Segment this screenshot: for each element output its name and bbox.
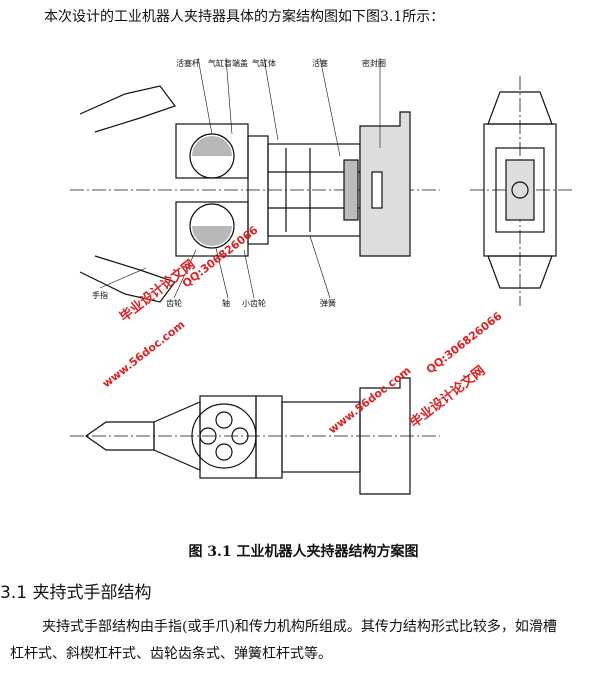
label-cylinder: 气缸体 — [252, 58, 276, 68]
label-gear: 齿轮 — [166, 298, 182, 308]
side-view-drawing — [70, 57, 440, 303]
intro-text: 本次设计的工业机器人夹持器具体的方案结构图如下图3.1所示： — [44, 9, 445, 25]
watermark-site: www.56doc.com — [100, 318, 188, 390]
label-shaft: 轴 — [222, 298, 230, 308]
figure-caption: 图 3.1 工业机器人夹持器结构方案图 — [188, 544, 419, 560]
watermark-qq-2: QQ:306826066 — [424, 309, 505, 376]
body-paragraph: 夹持式手部结构由手指(或手爪)和传力机构所组成。其传力结构形式比较多，如滑槽杠杆… — [10, 614, 570, 668]
watermark-brand-2: 毕业设计论文网 — [407, 363, 489, 432]
label-piston-rod: 活塞杆 — [176, 58, 200, 68]
label-cylinder-seal: 气缸盲端盖 — [208, 58, 248, 68]
watermark-site-2: www.56doc.com — [326, 364, 414, 436]
label-piston: 活塞 — [312, 58, 328, 68]
watermark-layer: www.56doc.com QQ:306826066 毕业设计论文网 www.5… — [100, 223, 505, 436]
paragraph-text: 夹持式手部结构由手指(或手爪)和传力机构所组成。其传力结构形式比较多，如滑槽杠杆… — [10, 619, 557, 662]
label-finger: 手指 — [92, 290, 108, 300]
part-labels: 活塞杆 气缸盲端盖 气缸体 活塞 密封圈 手指 齿轮 轴 小齿轮 弹簧 — [92, 58, 386, 308]
top-view-drawing — [70, 377, 440, 495]
label-seal-ring: 密封圈 — [362, 58, 386, 68]
gripper-structure-figure: 活塞杆 气缸盲端盖 气缸体 活塞 密封圈 手指 齿轮 轴 小齿轮 弹簧 www.… — [70, 57, 575, 495]
section-heading: 3.1 夹持式手部结构 — [0, 583, 152, 603]
label-small-gear: 小齿轮 — [242, 298, 266, 308]
label-spring: 弹簧 — [320, 298, 336, 308]
end-view-drawing — [470, 76, 575, 306]
